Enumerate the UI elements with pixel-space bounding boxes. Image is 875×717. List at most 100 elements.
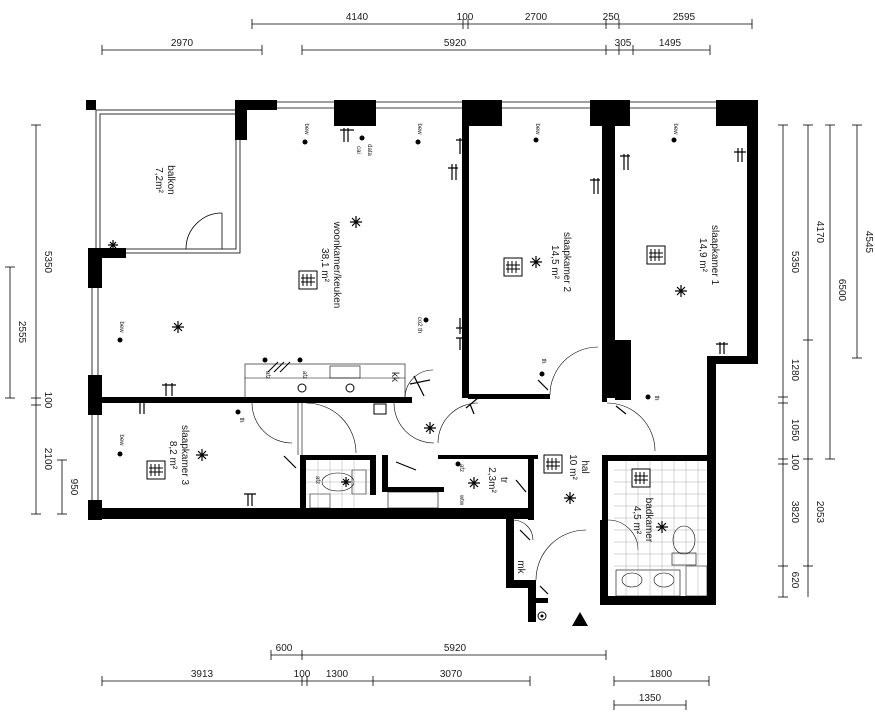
room-area-hal: 10 m² (567, 454, 578, 480)
dim-right-3820: 3820 (789, 501, 800, 524)
dim-right-2053: 2053 (814, 501, 825, 524)
room-area-slaapkamer1: 14,9 m² (697, 238, 708, 273)
annotations: bew bew bew bew bew bew cai data co2 th … (118, 123, 678, 505)
label-cai: cai (355, 146, 361, 154)
dim-bottom-1350: 1350 (639, 693, 662, 704)
switch-icon (456, 138, 466, 154)
label-bew-1: bew (303, 123, 309, 135)
ventilation-icon (267, 361, 387, 415)
switch-icon (456, 318, 466, 334)
room-name-kk: kk (389, 372, 400, 383)
label-bew-4: bew (672, 123, 678, 135)
light-icon (341, 477, 351, 487)
label-co2-th: co2 th (416, 317, 422, 333)
switch-icon (409, 375, 431, 397)
light-icon (656, 521, 668, 533)
socket-icon (533, 137, 539, 143)
dim-top-2700: 2700 (525, 12, 548, 23)
switch-icon (465, 397, 479, 415)
switch-icon (136, 401, 148, 414)
dim-left-2555: 2555 (16, 321, 27, 344)
light-icon (172, 321, 184, 333)
light-icon (424, 422, 436, 434)
room-name-toilet: tr (498, 477, 509, 484)
radiator-icons (146, 245, 666, 488)
dim-bottom-5920: 5920 (444, 643, 467, 654)
radiator-icon (146, 460, 166, 480)
light-icon (530, 256, 542, 268)
switch-icon (515, 479, 527, 493)
dim-bottom-1800: 1800 (650, 669, 673, 680)
label-data: data (366, 144, 372, 156)
room-name-meterkast: mk (515, 560, 526, 574)
label-wtw: wtw (458, 494, 464, 506)
dim-left-2100: 2100 (42, 448, 53, 471)
room-area-balkon: 7,2m² (153, 167, 164, 193)
dim-top-2595: 2595 (673, 12, 696, 23)
dimension-lines (5, 19, 862, 710)
light-icon (468, 477, 480, 489)
socket-icon (297, 357, 303, 363)
switch-icon (620, 154, 630, 170)
switch-icon (456, 337, 466, 350)
doorbell-icon (537, 611, 547, 621)
room-labels: woonkamer/keuken 38,1 m² slaapkamer 2 14… (167, 221, 720, 575)
switch-icon (283, 455, 297, 469)
switch-icon (734, 148, 746, 162)
room-area-toilet: 2,3m² (486, 467, 497, 493)
dim-top-2970: 2970 (171, 38, 194, 49)
room-name-slaapkamer1: slaapkamer 1 (709, 225, 720, 285)
label-th-1: th (540, 358, 546, 363)
switch-icon (590, 178, 600, 194)
light-icon (564, 492, 576, 504)
dim-right-4170: 4170 (814, 221, 825, 244)
socket-icon (455, 461, 461, 467)
switch-icons (136, 128, 746, 595)
radiator-icon (503, 257, 523, 277)
switch-icon (395, 461, 417, 471)
radiator-icon (631, 468, 651, 488)
label-afz-1: afz (264, 371, 270, 379)
dim-bottom-3913: 3913 (191, 669, 214, 680)
switch-icon (519, 529, 531, 541)
label-afz-3: afz (314, 476, 320, 484)
socket-icons (117, 135, 677, 467)
socket-icon (415, 139, 421, 145)
label-bew-5: bew (118, 321, 124, 333)
room-name-balkon: balkon (165, 165, 176, 194)
switch-icon (244, 493, 256, 506)
dim-top-5920: 5920 (444, 38, 467, 49)
light-icon (196, 449, 208, 461)
radiator-icon (298, 270, 318, 290)
socket-icon (539, 371, 545, 377)
switch-icon (448, 164, 458, 180)
dim-left-5350: 5350 (42, 251, 53, 274)
switch-icon (716, 342, 728, 354)
light-icon (350, 216, 362, 228)
dim-top-1495: 1495 (659, 38, 682, 49)
dim-right-620: 620 (789, 572, 800, 589)
room-area-woonkamer: 38,1 m² (319, 248, 330, 283)
dim-right-6500: 6500 (836, 279, 847, 302)
radiator-icon (543, 454, 563, 474)
switch-icon (340, 128, 354, 142)
label-th-3: th (238, 417, 244, 422)
dim-left-950: 950 (68, 479, 79, 496)
socket-icon (359, 135, 365, 141)
entrance-marker (537, 611, 588, 626)
dim-right-1280: 1280 (789, 359, 800, 382)
walls (86, 100, 758, 622)
label-afz-4: afz (458, 464, 464, 472)
room-name-slaapkamer2: slaapkamer 2 (561, 232, 572, 292)
light-icon (108, 240, 118, 250)
dim-right-5350: 5350 (789, 251, 800, 274)
switch-icon (162, 383, 176, 396)
socket-icon (117, 337, 123, 343)
socket-icon (235, 409, 241, 415)
light-fixture-icons (108, 216, 687, 533)
light-icon (675, 285, 687, 297)
balcony: balkon 7,2m² (95, 109, 241, 254)
socket-icon (302, 139, 308, 145)
